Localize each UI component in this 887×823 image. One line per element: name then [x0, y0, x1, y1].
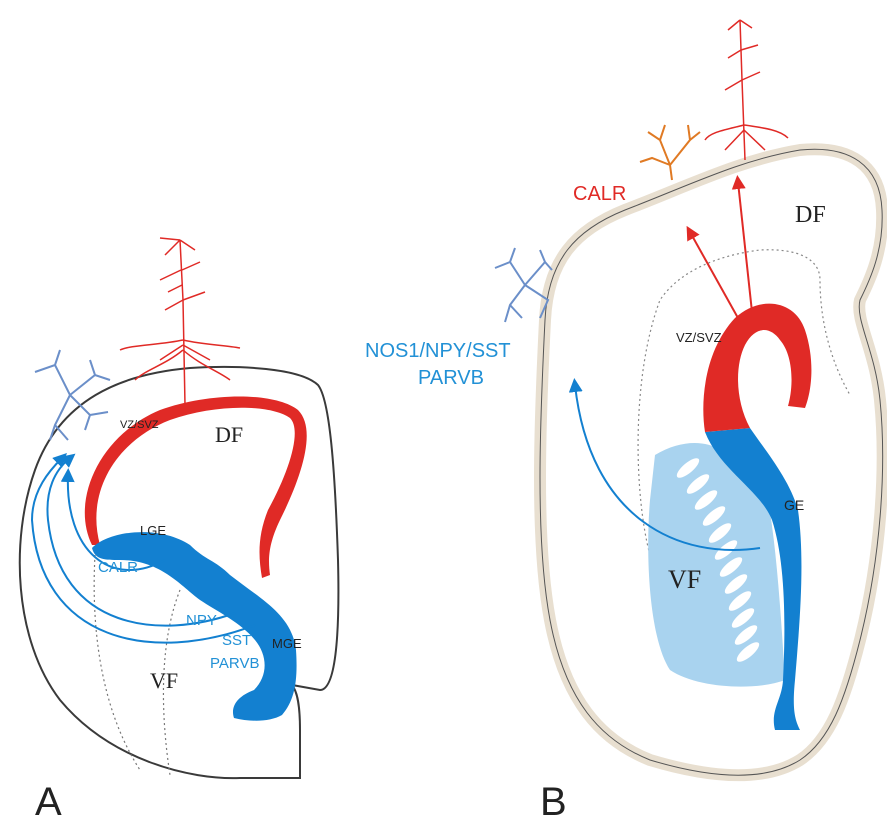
panel-b-red-vzsvz — [703, 304, 811, 432]
panel-a-pyramidal-neuron — [120, 238, 240, 405]
panel-b-blue-neuron — [495, 248, 552, 322]
panel-a-label-calr: CALR — [98, 559, 138, 576]
panel-b-label-ge: GE — [784, 497, 804, 513]
panel-b-label-df: DF — [795, 202, 826, 228]
panel-b-label-vf: VF — [668, 565, 701, 594]
panel-a-label-vf: VF — [150, 668, 178, 693]
panel-b-label-parvb: PARVB — [418, 367, 484, 389]
panel-a-label-parvb: PARVB — [210, 655, 259, 672]
panel-a-letter: A — [35, 780, 62, 823]
panel-a-interneuron — [35, 350, 110, 440]
panel-b-red-arrow-2 — [738, 182, 752, 312]
panel-b-red-arrow-1 — [690, 232, 738, 318]
panel-b: CALR DF NOS1/NPY/SST PARVB VZ/SVZ GE VF … — [365, 20, 883, 823]
panel-b-orange-neuron — [640, 125, 700, 180]
panel-a-label-vzsvz: VZ/SVZ — [120, 419, 159, 431]
panel-b-label-calr: CALR — [573, 183, 626, 205]
panel-a-label-sst: SST — [222, 632, 251, 649]
panel-a-label-mge: MGE — [272, 636, 302, 651]
panel-a-label-df: DF — [215, 422, 243, 447]
panel-a-label-npy: NPY — [186, 612, 217, 629]
panel-b-label-nos1: NOS1/NPY/SST — [365, 340, 511, 362]
panel-b-letter: B — [540, 780, 567, 823]
panel-b-red-neuron — [705, 20, 788, 160]
panel-b-label-vzsvz: VZ/SVZ — [676, 330, 722, 345]
panel-a: DF VZ/SVZ LGE MGE CALR NPY SST PARVB VF … — [20, 238, 339, 823]
panel-a-label-lge: LGE — [140, 523, 166, 538]
